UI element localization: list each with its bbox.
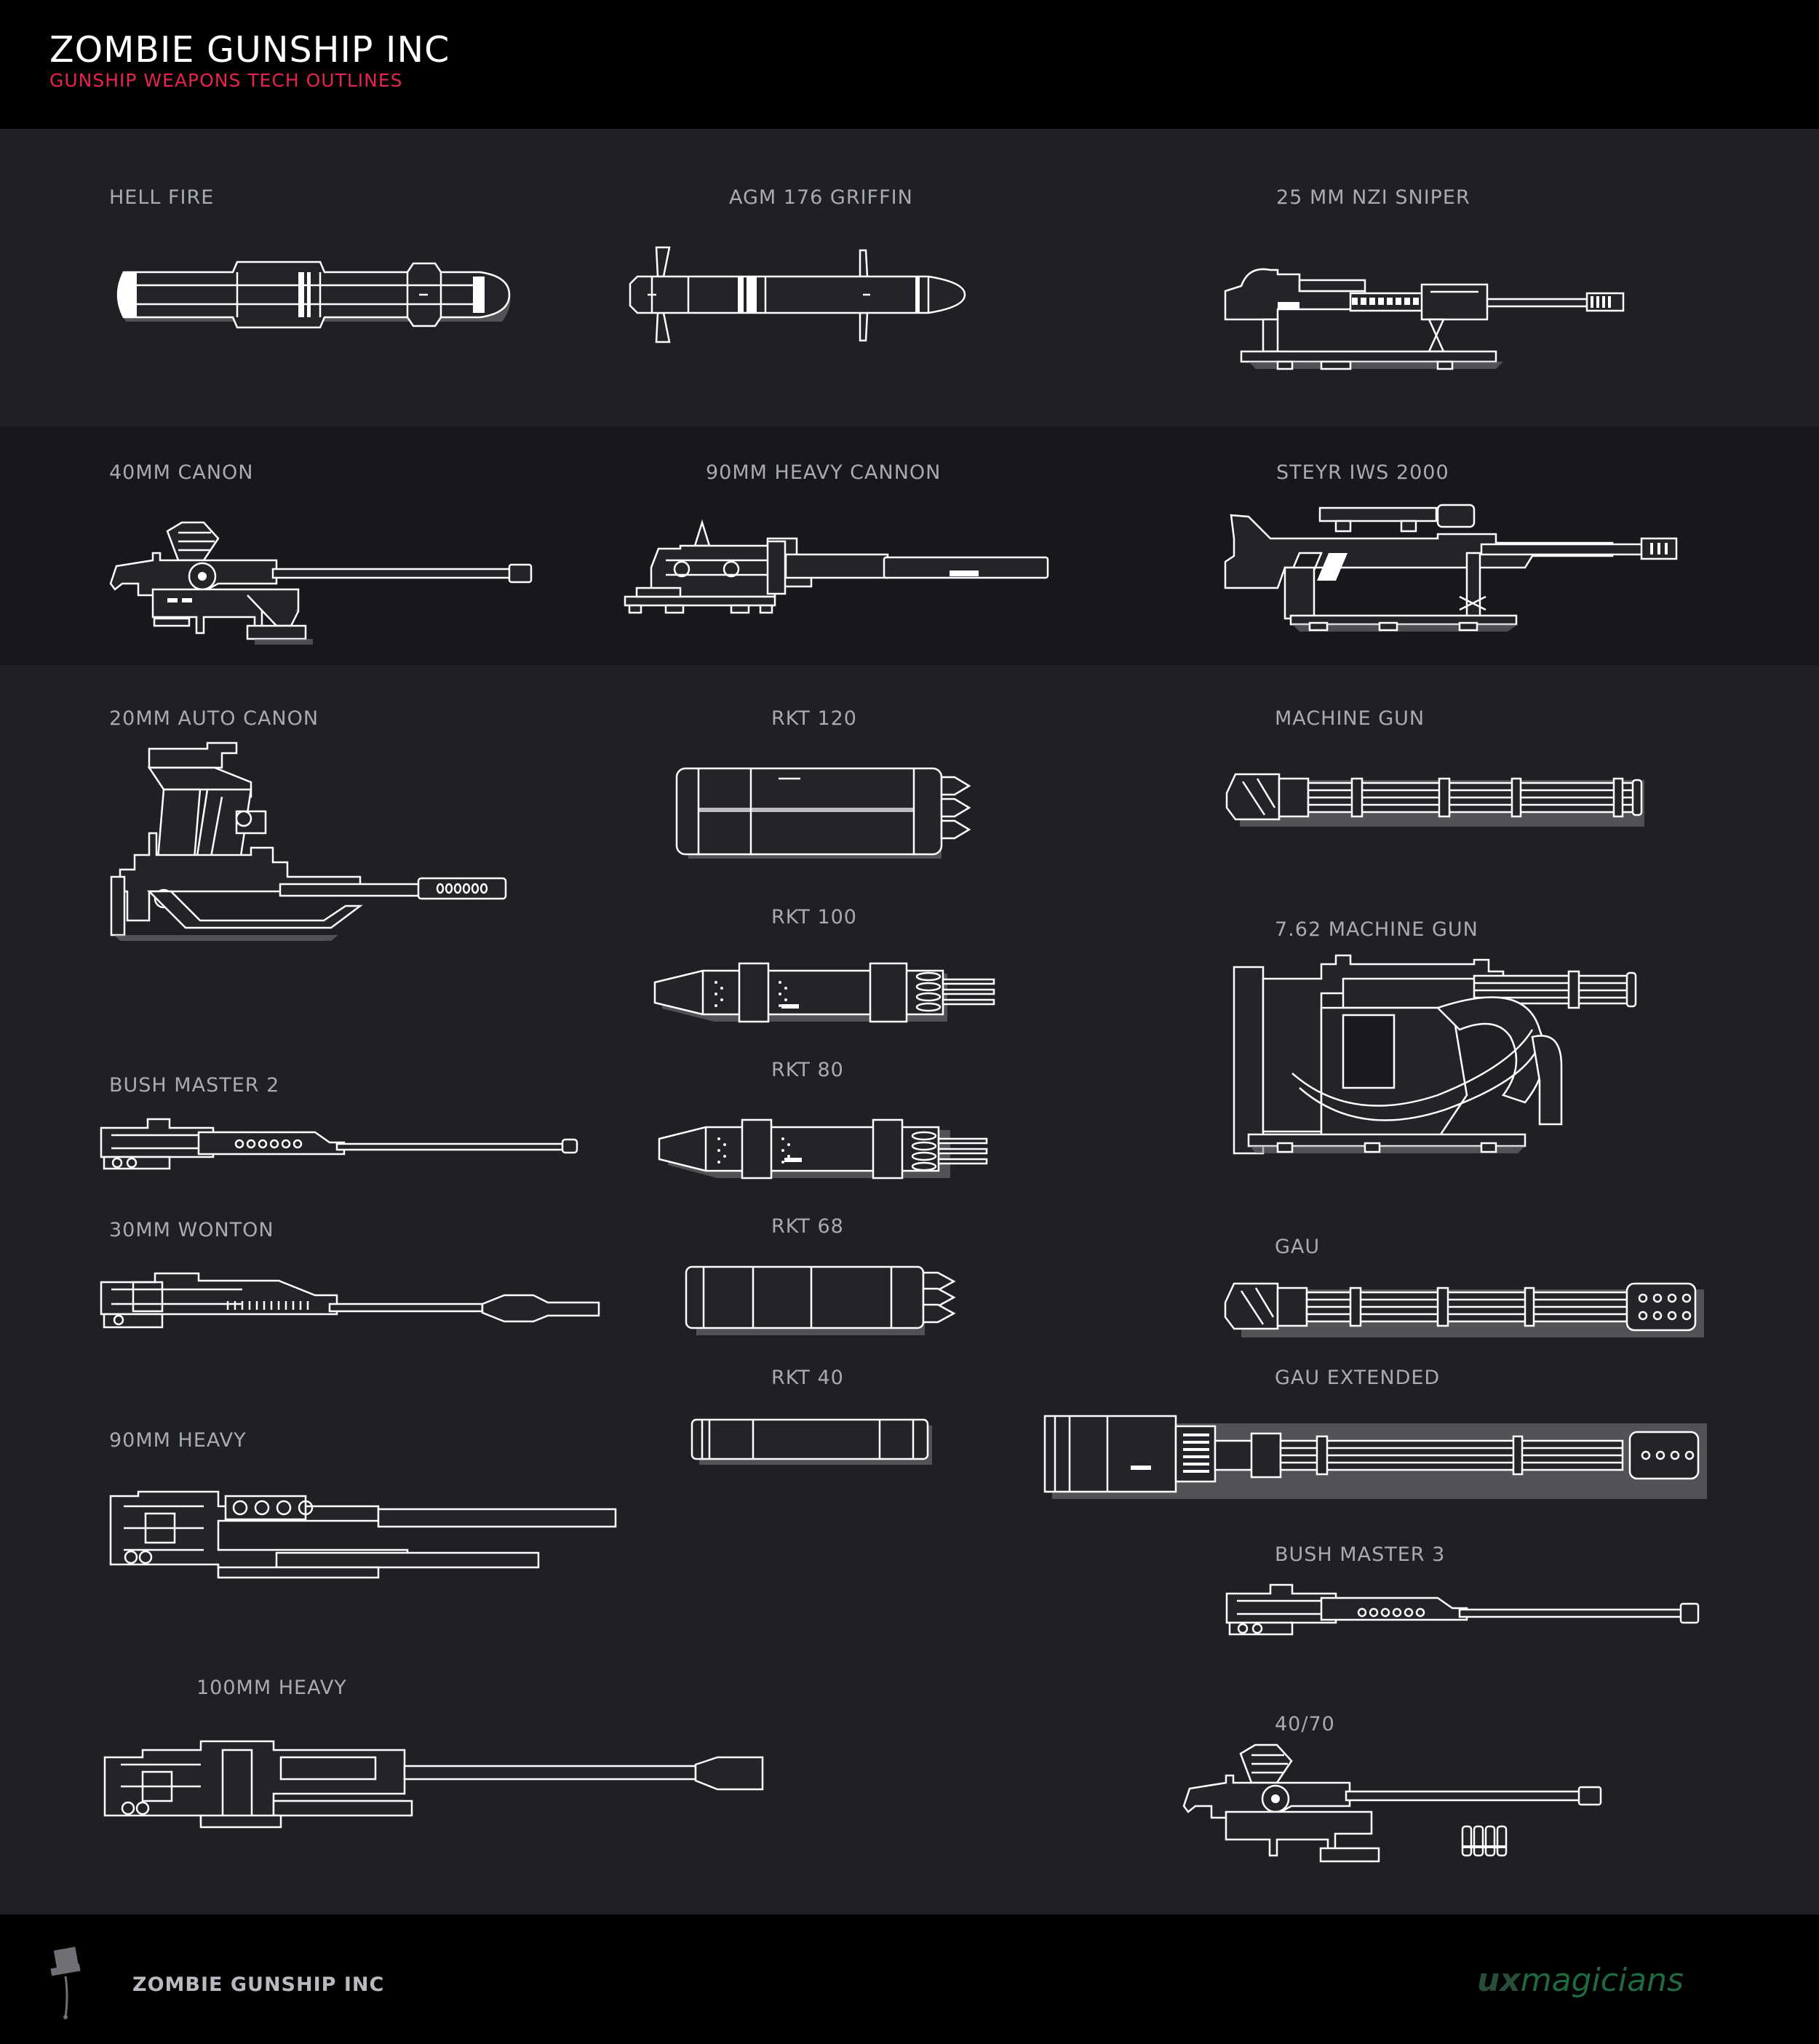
weapon-label-hell-fire: HELL FIRE: [109, 186, 215, 209]
partner-logo-ux: ux: [1477, 1962, 1521, 1999]
chain-gun-icon: [1225, 1583, 1700, 1636]
weapon-label-30mm-wonton: 30MM WONTON: [109, 1219, 274, 1241]
autocannon-icon: [110, 741, 507, 941]
weapon-label-bush-master-3: BUSH MASTER 3: [1275, 1543, 1446, 1566]
weapon-label-rkt-120: RKT 120: [771, 707, 857, 730]
page-subtitle: GUNSHIP WEAPONS TECH OUTLINES: [49, 70, 403, 91]
weapon-label-steyr-iws-2000: STEYR IWS 2000: [1276, 461, 1449, 484]
rocket-pod-icon: [658, 1118, 988, 1180]
rocket-pod-icon: [653, 962, 995, 1023]
footer-company-name: ZOMBIE GUNSHIP INC: [132, 1973, 385, 1996]
sniper-rifle-icon: [1224, 504, 1678, 632]
weapon-label-machine-gun: MACHINE GUN: [1275, 707, 1425, 730]
rocket-pod-icon: [675, 767, 971, 859]
weapon-label-bush-master-2: BUSH MASTER 2: [109, 1074, 280, 1097]
weapon-label-90mm-heavy: 90MM HEAVY: [109, 1429, 247, 1452]
weapon-label-20mm-auto-canon: 20MM AUTO CANON: [109, 707, 319, 730]
minigun-icon: [1233, 954, 1637, 1155]
top-hat-logo-icon: [50, 1946, 81, 2019]
weapon-label-rkt-100: RKT 100: [771, 906, 857, 928]
weapon-label-40-70: 40/70: [1275, 1713, 1335, 1735]
weapon-label-7-62-machine-gun: 7.62 MACHINE GUN: [1275, 918, 1478, 941]
howitzer-icon: [103, 1740, 764, 1829]
weapon-label-25mm-nzi-sniper: 25 MM NZI SNIPER: [1276, 186, 1470, 209]
cannon-icon: [1182, 1743, 1602, 1863]
rocket-pod-icon: [690, 1418, 932, 1465]
missile-icon: [629, 246, 966, 343]
rocket-pod-icon: [685, 1265, 956, 1335]
gatling-gun-icon: [1225, 773, 1644, 827]
gatling-gun-icon: [1224, 1282, 1704, 1337]
gatling-gun-icon: [1043, 1415, 1707, 1499]
weapon-label-rkt-80: RKT 80: [771, 1059, 844, 1081]
weapon-label-agm-176-griffin: AGM 176 GRIFFIN: [729, 186, 913, 209]
sniper-rifle-icon: [1224, 268, 1625, 370]
missile-icon: [116, 261, 511, 329]
cannon-icon: [624, 519, 1049, 614]
chain-gun-icon: [100, 1118, 578, 1170]
weapon-label-gau: GAU: [1275, 1236, 1321, 1258]
footer: [0, 1914, 1819, 2044]
weapon-label-90mm-heavy-cannon: 90MM HEAVY CANNON: [706, 461, 942, 484]
header: ZOMBIE GUNSHIP INC GUNSHIP WEAPONS TECH …: [0, 0, 1819, 129]
partner-logo-magicians: magicians: [1520, 1962, 1684, 1999]
weapon-label-40mm-canon: 40MM CANON: [109, 461, 254, 484]
weapon-label-rkt-40: RKT 40: [771, 1367, 844, 1389]
weapon-label-100mm-heavy: 100MM HEAVY: [196, 1677, 347, 1699]
howitzer-icon: [109, 1490, 617, 1579]
page-title: ZOMBIE GUNSHIP INC: [49, 29, 450, 71]
autocannon-icon: [100, 1272, 600, 1329]
partner-logo: uxmagicians: [1477, 1962, 1684, 1999]
weapon-label-rkt-68: RKT 68: [771, 1215, 844, 1238]
cannon-icon: [109, 521, 533, 645]
weapon-label-gau-extended: GAU EXTENDED: [1275, 1367, 1441, 1389]
